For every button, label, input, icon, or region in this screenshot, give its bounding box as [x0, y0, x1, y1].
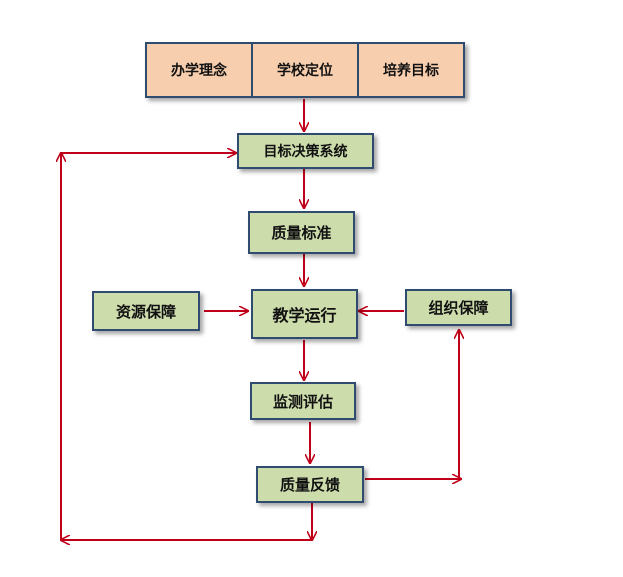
goal-decision-label: 目标决策系统 — [263, 144, 348, 160]
organization-guarantee-label: 组织保障 — [428, 299, 489, 317]
quality-feedback-box: 质量反馈 — [256, 466, 364, 503]
philosophy-box: 办学理念 — [145, 42, 253, 98]
goal-decision-box: 目标决策系统 — [237, 133, 374, 169]
quality-feedback-label: 质量反馈 — [279, 476, 340, 494]
organization-guarantee-box: 组织保障 — [405, 289, 512, 326]
goals-box: 培养目标 — [357, 42, 465, 98]
goals-label: 培养目标 — [383, 63, 439, 79]
positioning-box: 学校定位 — [251, 42, 359, 98]
resource-guarantee-box: 资源保障 — [92, 291, 200, 331]
top-row: 办学理念 学校定位 培养目标 — [145, 42, 465, 98]
monitoring-evaluation-label: 监测评估 — [272, 392, 333, 411]
quality-standard-box: 质量标准 — [248, 211, 355, 254]
teaching-operation-label: 教学运行 — [272, 306, 337, 325]
teaching-operation-box: 教学运行 — [251, 289, 358, 339]
resource-guarantee-label: 资源保障 — [115, 302, 176, 321]
philosophy-label: 办学理念 — [171, 63, 227, 79]
positioning-label: 学校定位 — [277, 63, 333, 79]
monitoring-evaluation-box: 监测评估 — [250, 382, 356, 420]
quality-standard-label: 质量标准 — [271, 224, 332, 242]
